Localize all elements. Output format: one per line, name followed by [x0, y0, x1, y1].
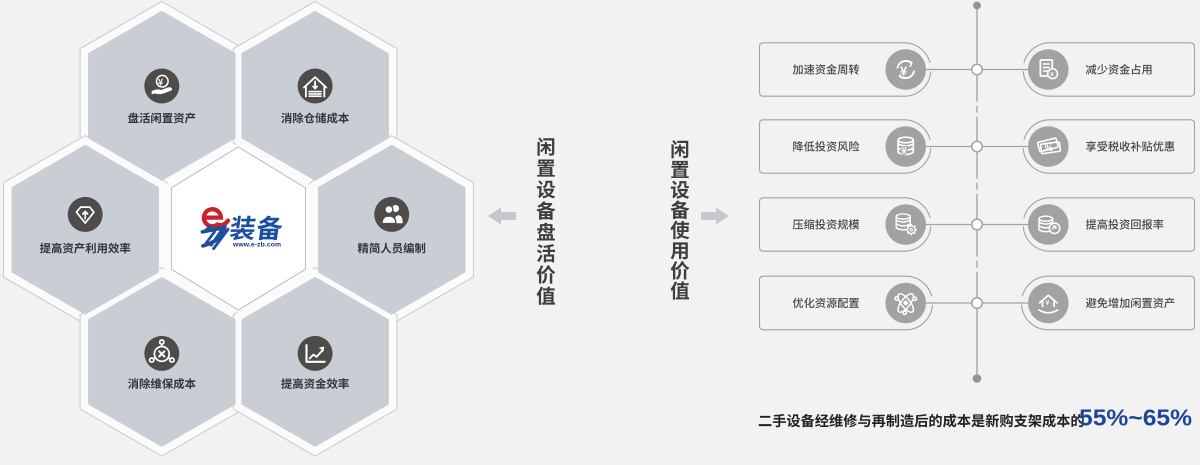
svg-text:55%~65%: 55%~65% — [1079, 405, 1192, 431]
svg-text:www.e-zb.com: www.e-zb.com — [232, 242, 281, 249]
svg-text:%: % — [1045, 143, 1053, 153]
